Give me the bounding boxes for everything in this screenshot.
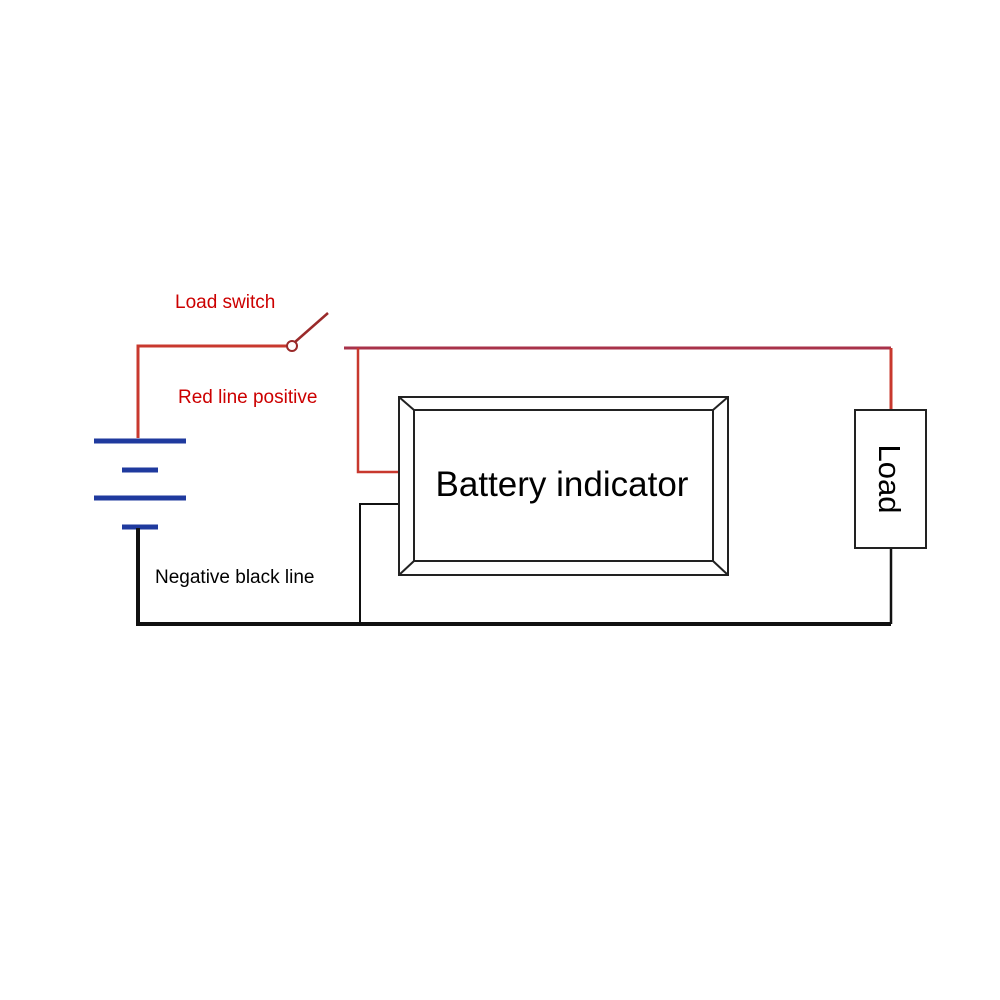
red-line-positive-label: Red line positive <box>178 387 317 408</box>
negative-wire-to-indicator <box>359 503 400 624</box>
bevel-top-right <box>712 396 729 411</box>
negative-wire-battery <box>136 528 891 626</box>
battery-indicator-label: Battery indicator <box>436 465 689 504</box>
bevel-bottom-left <box>398 560 415 576</box>
negative-black-line-label: Negative black line <box>155 567 314 588</box>
switch-pivot <box>286 340 298 352</box>
load-frame <box>854 409 927 549</box>
load-label: Load <box>872 445 907 514</box>
load-box: Load <box>854 409 927 549</box>
load-switch-label: Load switch <box>175 292 275 313</box>
switch-symbol-icon <box>286 312 329 352</box>
indicator-inner-frame <box>413 409 714 562</box>
bevel-bottom-right <box>712 560 729 576</box>
bevel-top-left <box>398 396 415 411</box>
positive-wire-to-indicator <box>356 348 400 474</box>
indicator-box: Battery indicator <box>398 396 729 576</box>
battery-symbol-icon <box>94 438 186 530</box>
positive-wire-battery-to-switch <box>136 344 288 438</box>
switch-lever <box>294 312 329 343</box>
